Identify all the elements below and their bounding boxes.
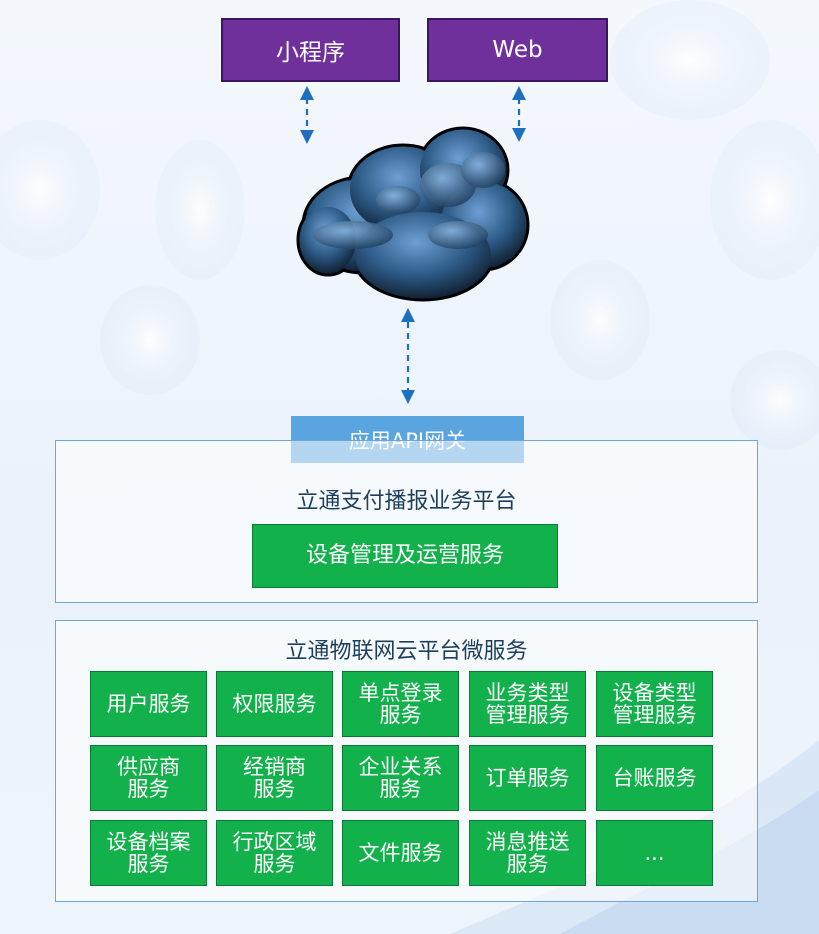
connector-arrows bbox=[300, 86, 526, 404]
microservice-tile: 供应商 服务 bbox=[90, 745, 207, 811]
microservice-label: 订单服务 bbox=[485, 766, 570, 790]
microservice-label: ... bbox=[644, 841, 665, 865]
microservice-tile: 台账服务 bbox=[596, 745, 713, 811]
arrow-head-up bbox=[300, 86, 314, 100]
microservice-tile: 文件服务 bbox=[342, 820, 459, 886]
device-operation-service-label: 设备管理及运营服务 bbox=[305, 543, 504, 568]
microservice-tile: 企业关系 服务 bbox=[342, 745, 459, 811]
microservice-label: 供应商 服务 bbox=[117, 755, 180, 801]
arrow-head-up bbox=[512, 86, 526, 100]
arrow-head-down bbox=[512, 128, 526, 142]
microservice-tile: 单点登录 服务 bbox=[342, 671, 459, 737]
microservices-title: 立通物联网云平台微服务 bbox=[285, 639, 528, 664]
microservice-label: 权限服务 bbox=[232, 692, 317, 716]
microservice-label: 行政区域 服务 bbox=[232, 830, 317, 876]
microservice-label: 业务类型 管理服务 bbox=[485, 681, 570, 727]
microservice-tile: 经销商 服务 bbox=[216, 745, 333, 811]
microservice-label: 经销商 服务 bbox=[243, 755, 306, 801]
microservice-label: 用户服务 bbox=[106, 692, 191, 716]
microservice-tile: 订单服务 bbox=[469, 745, 586, 811]
microservice-tile: 业务类型 管理服务 bbox=[469, 671, 586, 737]
microservice-label: 企业关系 服务 bbox=[358, 755, 443, 801]
arrow-head-up bbox=[401, 308, 415, 322]
web-label: Web bbox=[492, 37, 543, 63]
microservice-tile: 用户服务 bbox=[90, 671, 207, 737]
cloud-icon bbox=[296, 126, 530, 302]
arrow-head-down bbox=[401, 390, 415, 404]
microservice-tile: 行政区域 服务 bbox=[216, 820, 333, 886]
web-box: Web bbox=[427, 18, 608, 82]
microservice-label: 设备档案 服务 bbox=[106, 830, 191, 876]
microservice-label: 文件服务 bbox=[358, 841, 443, 865]
microservice-tile: ... bbox=[596, 820, 713, 886]
arrow-head-down bbox=[300, 130, 314, 144]
mini-program-box: 小程序 bbox=[221, 18, 400, 82]
microservice-tile: 设备类型 管理服务 bbox=[596, 671, 713, 737]
microservice-label: 单点登录 服务 bbox=[358, 681, 443, 727]
mini-program-label: 小程序 bbox=[276, 40, 345, 66]
business-platform-panel: 立通支付播报业务平台 设备管理及运营服务 bbox=[55, 440, 758, 603]
microservice-tile: 设备档案 服务 bbox=[90, 820, 207, 886]
microservice-label: 消息推送 服务 bbox=[485, 830, 570, 876]
microservice-tile: 权限服务 bbox=[216, 671, 333, 737]
microservice-label: 设备类型 管理服务 bbox=[612, 681, 697, 727]
microservice-tile: 消息推送 服务 bbox=[469, 820, 586, 886]
microservice-label: 台账服务 bbox=[612, 766, 697, 790]
business-platform-title: 立通支付播报业务平台 bbox=[296, 489, 517, 514]
device-operation-service: 设备管理及运营服务 bbox=[252, 524, 558, 588]
